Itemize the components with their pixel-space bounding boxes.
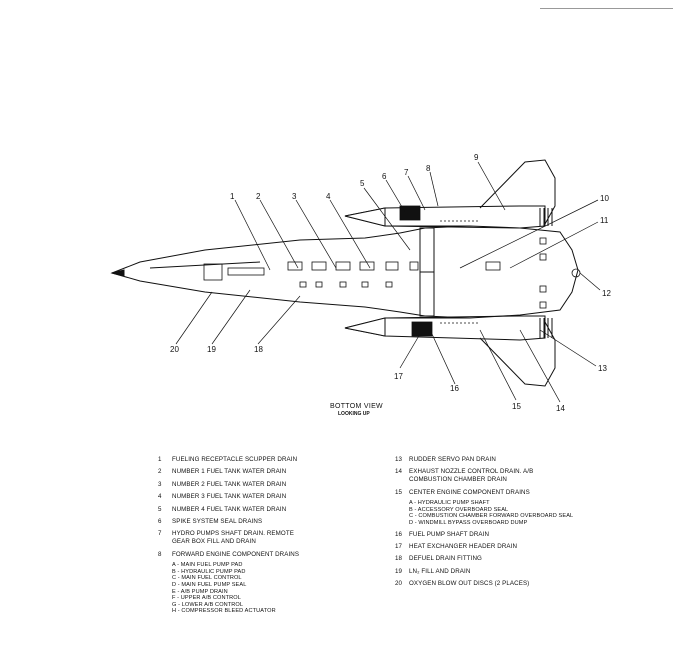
callout-10: 10 (600, 194, 609, 203)
aircraft-outline (110, 159, 579, 387)
callout-2: 2 (256, 192, 261, 201)
callout-9: 9 (474, 153, 479, 162)
callout-8: 8 (426, 164, 431, 173)
legend-subitem: D - MAIN FUEL PUMP SEAL (172, 581, 247, 588)
callout-3: 3 (292, 192, 297, 201)
legend-subitem: C - COMBUSTION CHAMBER FORWARD OVERBOARD… (409, 513, 574, 520)
view-title: BOTTOM VIEW (330, 403, 383, 410)
callout-13: 13 (598, 364, 607, 373)
callout-12: 12 (602, 289, 611, 298)
legend-subitems-8: A - MAIN FUEL PUMP PAD B - HYDRAULIC PUM… (158, 562, 358, 615)
legend-subitems-15: A - HYDRAULIC PUMP SHAFT B - ACCESSORY O… (395, 500, 655, 526)
top-rule (540, 8, 673, 9)
callout-7: 7 (404, 168, 409, 177)
legend-subitem: B - ACCESSORY OVERBOARD SEAL (409, 506, 509, 513)
legend-subitem: D - WINDMILL BYPASS OVERBOARD DUMP (409, 519, 528, 526)
callout-17: 17 (394, 372, 403, 381)
callout-19: 19 (207, 345, 216, 354)
callout-14: 14 (556, 404, 565, 413)
leader-lines (175, 161, 601, 403)
callout-4: 4 (326, 192, 331, 201)
callout-labels: 1 2 3 4 5 6 7 8 9 10 11 12 13 14 15 16 1… (170, 153, 611, 413)
legend-subitem: E - A/B PUMP DRAIN (172, 588, 228, 595)
legend-subitem: C - MAIN FUEL CONTROL (172, 575, 242, 582)
callout-6: 6 (382, 172, 387, 181)
legend-subitem: H - COMPRESSOR BLEED ACTUATOR (172, 608, 276, 615)
callout-1: 1 (230, 192, 235, 201)
callout-15: 15 (512, 402, 521, 411)
callout-11: 11 (600, 216, 609, 225)
legend-subitem: A - HYDRAULIC PUMP SHAFT (409, 500, 490, 507)
legend-subitem: A - MAIN FUEL PUMP PAD (172, 562, 243, 569)
view-subtitle: LOOKING UP (338, 411, 370, 417)
callout-16: 16 (450, 384, 459, 393)
callout-18: 18 (254, 345, 263, 354)
legend-subitem: F - UPPER A/B CONTROL (172, 595, 241, 602)
legend-subitem: B - HYDRAULIC PUMP PAD (172, 568, 246, 575)
callout-5: 5 (360, 179, 365, 188)
callout-20: 20 (170, 345, 179, 354)
legend-subitem: G - LOWER A/B CONTROL (172, 601, 244, 608)
